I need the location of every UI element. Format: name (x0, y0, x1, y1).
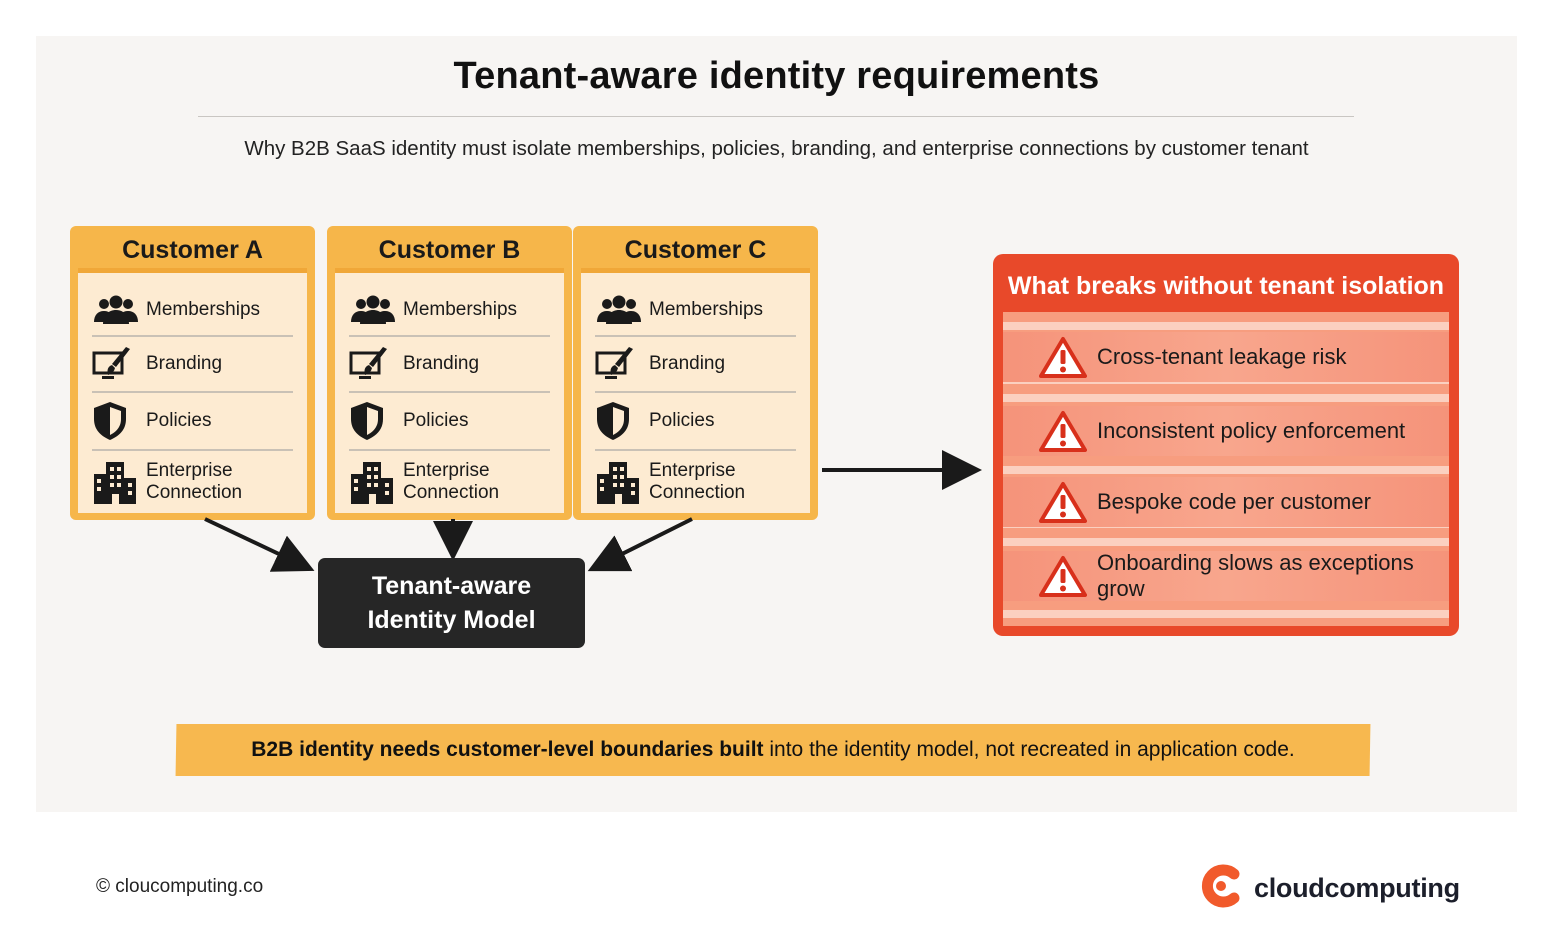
policies-row: Policies (349, 393, 550, 451)
warning-triangle-icon (1039, 410, 1087, 452)
building-icon (92, 462, 142, 504)
policies-label: Policies (146, 410, 212, 431)
enterprise-line2: Connection (403, 482, 500, 503)
warning-triangle-icon (1039, 336, 1087, 378)
memberships-label: Memberships (146, 299, 261, 320)
risk-item: Onboarding slows as exceptions grow (1003, 550, 1449, 601)
branding-brush-icon (349, 344, 399, 384)
branding-label: Branding (403, 353, 480, 374)
arrow-c-to-model (587, 517, 693, 572)
risk-label: Inconsistent policy enforcement (1097, 418, 1406, 443)
brand-name: cloudcomputing (1254, 873, 1460, 903)
policies-label: Policies (403, 410, 469, 431)
shield-icon (92, 401, 142, 441)
risks-list: Cross-tenant leakage risk Inconsistent p… (1003, 312, 1449, 626)
arrow-a-to-model (204, 517, 315, 572)
customer-card-title: Customer C (624, 236, 767, 264)
summary-bold: B2B identity needs customer-level bounda… (251, 738, 764, 761)
branding-label: Branding (649, 353, 726, 374)
title-divider (198, 116, 1354, 117)
customer-card-title: Customer A (122, 236, 263, 264)
enterprise-line1: Enterprise (403, 460, 490, 481)
customer-card-body: Memberships Branding Policies Enterprise… (581, 268, 810, 513)
tenant-aware-identity-model: Tenant-aware Identity Model (318, 558, 585, 648)
customer-card-c: Customer C Memberships Branding Policies… (573, 226, 818, 520)
branding-row: Branding (92, 337, 293, 393)
users-icon (92, 290, 142, 330)
policies-label: Policies (649, 410, 715, 431)
policies-row: Policies (595, 393, 796, 451)
enterprise-line2: Connection (649, 482, 746, 503)
memberships-row: Memberships (595, 285, 796, 337)
memberships-row: Memberships (349, 285, 550, 337)
branding-brush-icon (595, 344, 645, 384)
building-icon (349, 462, 399, 504)
memberships-row: Memberships (92, 285, 293, 337)
brand-logo: cloudcomputing (1200, 864, 1460, 913)
page-title: Tenant-aware identity requirements (453, 55, 1100, 97)
customer-card-body: Memberships Branding Policies Enterprise… (335, 268, 564, 513)
branding-row: Branding (349, 337, 550, 393)
building-icon (595, 462, 645, 504)
memberships-label: Memberships (403, 299, 518, 320)
copyright-text: © cloucomputing.co (96, 876, 264, 897)
shield-icon (595, 401, 645, 441)
warning-triangle-icon (1039, 481, 1087, 523)
page-subtitle: Why B2B SaaS identity must isolate membe… (244, 137, 1309, 160)
customer-card-body: Memberships Branding Policies Enterprise… (78, 268, 307, 513)
risks-title: What breaks without tenant isolation (1007, 272, 1445, 300)
branding-row: Branding (595, 337, 796, 393)
memberships-label: Memberships (649, 299, 764, 320)
enterprise-line1: Enterprise (649, 460, 736, 481)
users-icon (349, 290, 399, 330)
policies-row: Policies (92, 393, 293, 451)
summary-rest: into the identity model, not recreated i… (763, 738, 1295, 761)
customer-card-a: Customer A Memberships Branding Policies… (70, 226, 315, 520)
customer-card-title: Customer B (378, 236, 521, 264)
risk-item: Inconsistent policy enforcement (1003, 406, 1449, 456)
branding-brush-icon (92, 344, 142, 384)
shield-icon (349, 401, 399, 441)
users-icon (595, 290, 645, 330)
summary-banner: B2B identity needs customer-level bounda… (176, 724, 1370, 776)
model-line2: Identity Model (367, 606, 536, 634)
risk-item: Bespoke code per customer (1003, 477, 1449, 527)
enterprise-line1: Enterprise (146, 460, 233, 481)
customer-card-b: Customer B Memberships Branding Policies… (327, 226, 572, 520)
risks-panel: What breaks without tenant isolation Cro… (993, 254, 1459, 636)
warning-triangle-icon (1039, 555, 1087, 597)
branding-label: Branding (146, 353, 223, 374)
risk-label: Onboarding slows as exceptions grow (1097, 550, 1414, 601)
enterprise-line2: Connection (146, 482, 243, 503)
risk-label: Cross-tenant leakage risk (1097, 344, 1347, 369)
risk-label: Bespoke code per customer (1097, 489, 1371, 514)
risk-item: Cross-tenant leakage risk (1003, 332, 1449, 382)
model-line1: Tenant-aware (371, 572, 532, 600)
cloudcomputing-logo-icon (1200, 864, 1242, 913)
